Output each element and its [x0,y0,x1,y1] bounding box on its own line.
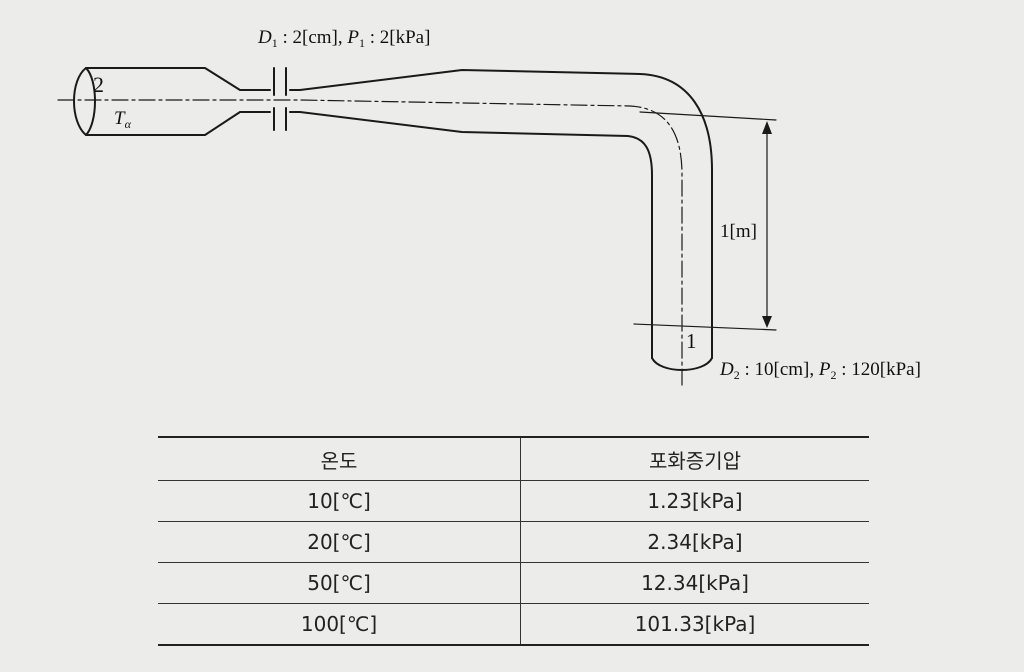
bottom-spec-label: D2 : 10[cm], P2 : 120[kPa] [720,359,921,382]
pressure-cell: 12.34[kPa] [520,562,869,604]
temperature-cell: 10[℃] [158,480,521,522]
table-row: 20[℃] 2.34[kPa] [158,521,869,563]
pressure-cell: 101.33[kPa] [520,603,869,646]
center-line [57,99,683,386]
section-1-label: 1 [686,329,697,353]
temperature-cell: 50[℃] [158,562,521,604]
orifice-plate [273,67,287,131]
pressure-cell: 2.34[kPa] [520,521,869,563]
pipe-diagram [57,67,777,386]
height-label: 1[m] [720,221,757,242]
table-row: 100[℃] 101.33[kPa] [158,603,869,646]
temperature-header: 온도 [158,436,521,481]
table-header-row: 온도 포화증기압 [158,436,869,481]
temperature-cell: 100[℃] [158,603,521,646]
table-row: 50[℃] 12.34[kPa] [158,562,869,604]
height-dimension [633,111,777,331]
temperature-cell: 20[℃] [158,521,521,563]
vapor-pressure-table: 온도 포화증기압 10[℃] 1.23[kPa] 20[℃] 2.34[kPa]… [158,436,869,646]
temperature-label: Tα [114,108,131,131]
section-2-label: 2 [93,72,104,97]
table-row: 10[℃] 1.23[kPa] [158,480,869,522]
pressure-cell: 1.23[kPa] [520,480,869,522]
inlet-pipe [73,67,271,136]
top-spec-label: D1 : 2[cm], P1 : 2[kPa] [258,27,431,50]
pressure-header: 포화증기압 [520,436,869,481]
